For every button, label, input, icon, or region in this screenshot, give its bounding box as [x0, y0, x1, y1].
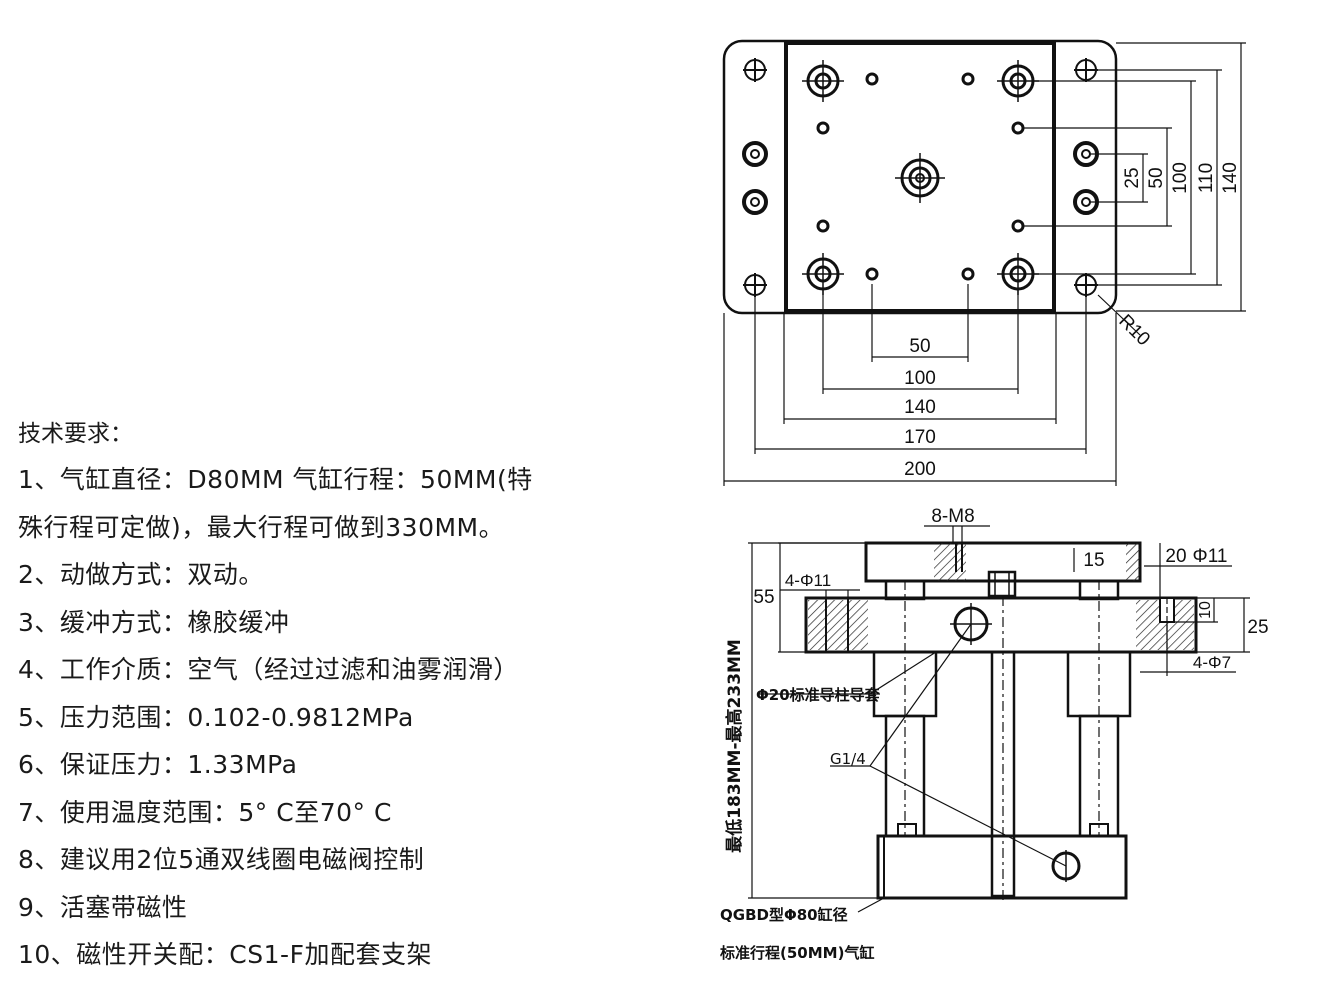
screw-label: 8-M8	[931, 506, 974, 527]
center-piston	[895, 153, 945, 203]
spec-line-1: 1、气缸直径：D80MM 气缸行程：50MM(特	[18, 465, 533, 494]
inner-block	[784, 41, 1056, 313]
cylinder-body	[876, 834, 1128, 900]
spec-line-10: 9、活塞带磁性	[18, 892, 188, 922]
small-holes	[816, 72, 1025, 281]
holes-4phi11-label: 4-Φ11	[785, 571, 831, 590]
top-view	[722, 39, 1246, 486]
dim-50-vertical: 50	[1146, 167, 1167, 188]
dim-55-label: 55	[753, 587, 774, 608]
side-view	[748, 525, 1250, 913]
holes-4phi7-label: 4-Φ7	[1193, 653, 1231, 672]
phi11-label: Φ11	[1193, 546, 1228, 567]
radius-leader	[1097, 294, 1141, 336]
corner-holes	[743, 58, 1098, 297]
spec-line-3: 2、动做方式：双动。	[18, 560, 264, 589]
model-sub-label: 标准行程(50MM)气缸	[719, 944, 874, 962]
dim-25-side-label: 25	[1247, 617, 1268, 638]
dim-100: 100	[904, 368, 936, 389]
guide-posts	[802, 60, 1039, 295]
spec-line-8: 7、使用温度范围：5° C至70° C	[18, 797, 392, 827]
dim-140-vertical: 140	[1220, 162, 1241, 194]
port-label: G1/4	[830, 750, 866, 768]
dim-20-label: 20	[1165, 546, 1186, 567]
technical-requirements: 技术要求： 1、气缸直径：D80MM 气缸行程：50MM(特 殊行程可定做)，最…	[18, 412, 658, 979]
spec-line-2: 殊行程可定做)，最大行程可做到330MM。	[18, 512, 505, 542]
dim-25: 25	[1122, 167, 1143, 188]
dim-140: 140	[904, 397, 936, 418]
dim-110: 110	[1196, 163, 1217, 193]
spec-title: 技术要求：	[18, 421, 133, 447]
dim-200: 200	[904, 459, 936, 480]
model-label: QGBD型Φ80缸径	[720, 906, 848, 924]
top-horizontal-dimensions	[723, 284, 1117, 486]
depth-15-label: 15	[1083, 550, 1104, 571]
spec-line-9: 8、建议用2位5通双线圈电磁阀控制	[18, 845, 425, 874]
dim-10-label: 10	[1197, 601, 1214, 619]
dim-100-vertical: 100	[1170, 162, 1191, 194]
top-vertical-dimensions	[1024, 42, 1246, 312]
guide-note-label: Φ20标准导柱导套	[756, 686, 881, 704]
side-view-labels: 8-M8 15 20 Φ11 10 25 55 4-Φ11 4-Φ7 Φ20标准…	[719, 506, 1269, 962]
spec-line-11: 10、磁性开关配：CS1-F加配套支架	[18, 940, 432, 969]
spec-line-6: 5、压力范围：0.102-0.9812MPa	[18, 702, 414, 732]
spec-line-5: 4、工作介质：空气（经过过滤和油雾润滑）	[18, 655, 519, 684]
dim-170: 170	[904, 427, 936, 448]
spec-line-7: 6、保证压力：1.33MPa	[18, 750, 298, 779]
height-range-label: 最低183MM-最高233MM	[724, 639, 745, 853]
spec-line-4: 3、缓冲方式：橡胶缓冲	[18, 607, 290, 637]
dim-50: 50	[909, 336, 930, 357]
